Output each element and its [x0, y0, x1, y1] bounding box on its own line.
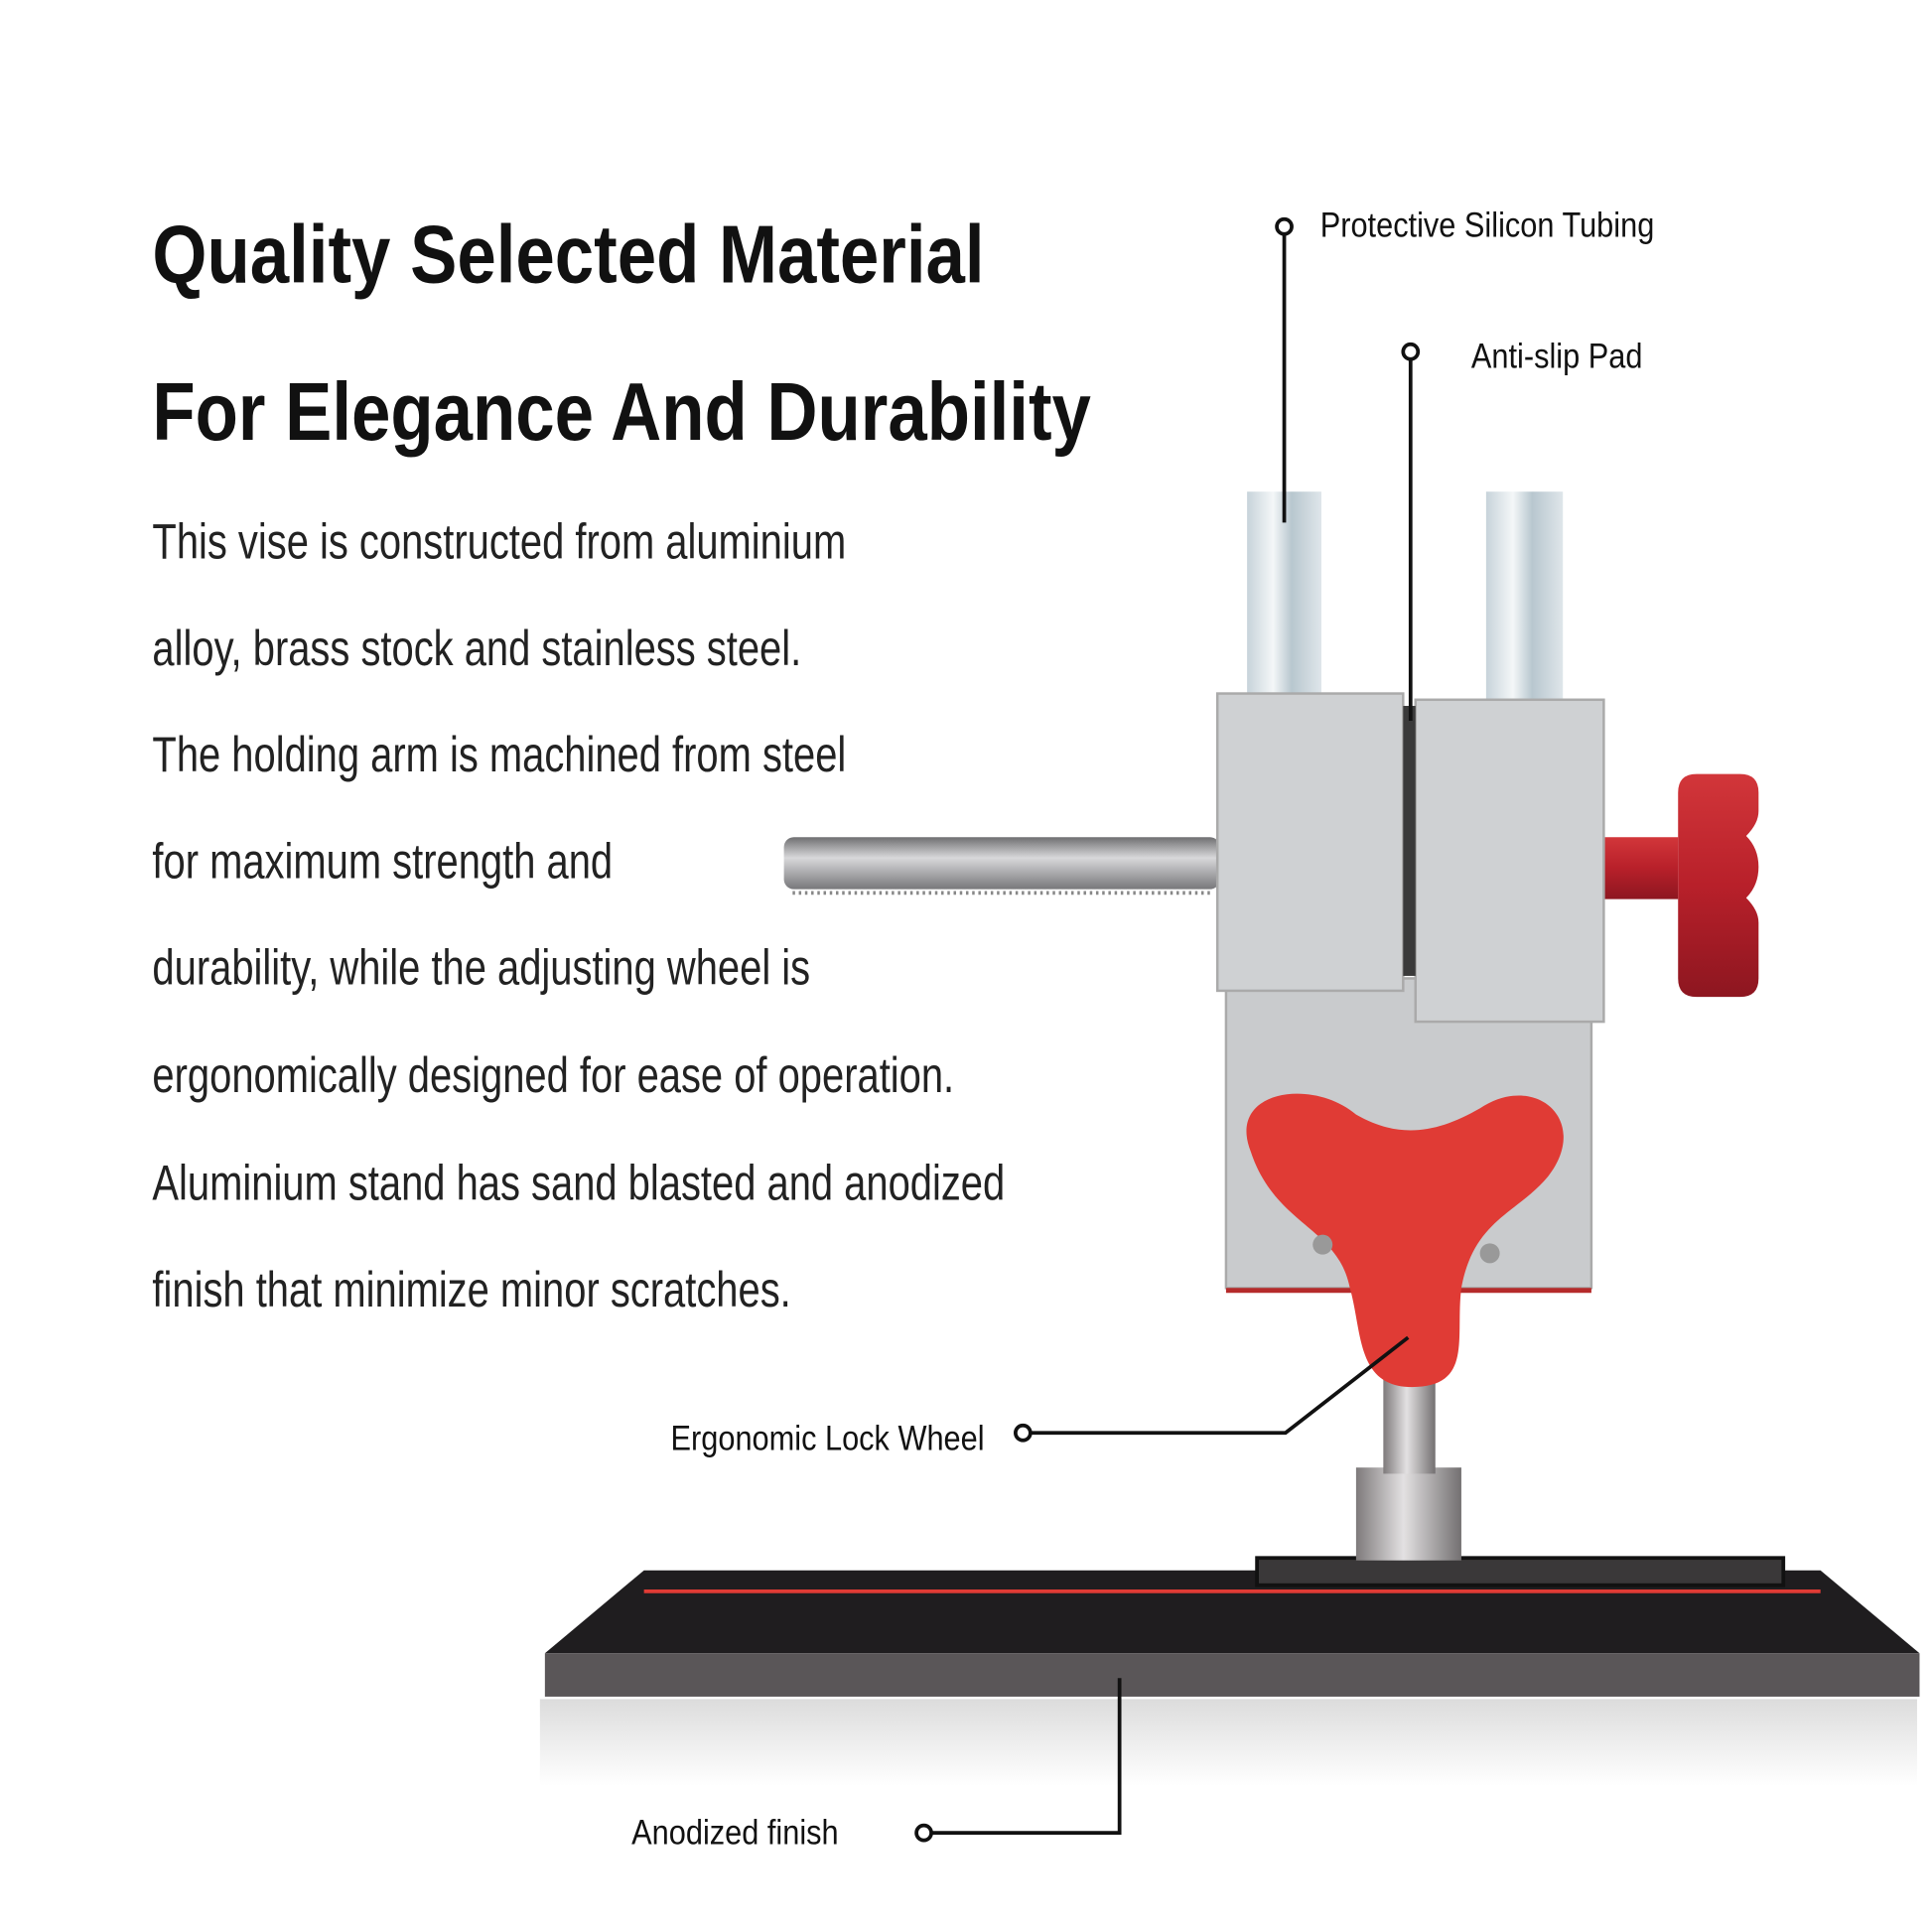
callout-lines [914, 216, 1421, 1843]
base-edge [544, 1653, 1920, 1697]
upper-block-left [1215, 692, 1405, 993]
adjusting-knob [1678, 773, 1759, 998]
silicon-tube-right [1485, 491, 1564, 700]
description-line: alloy, brass stock and stainless steel. [152, 621, 802, 677]
description-line: Aluminium stand has sand blasted and ano… [152, 1157, 1006, 1211]
description-line: This vise is constructed from aluminium [152, 514, 847, 570]
description-line: for maximum strength and [152, 834, 614, 890]
anti-slip-pad [1403, 706, 1416, 976]
description-line: The holding arm is machined from steel [152, 728, 847, 783]
silicon-tube-left [1247, 491, 1321, 700]
description-line: durability, while the adjusting wheel is [152, 941, 811, 996]
holding-arm [783, 837, 1220, 890]
callout-anodized-finish: Anodized finish [631, 1813, 839, 1852]
post-collar [1355, 1467, 1461, 1561]
heading-line-2: For Elegance And Durability [152, 364, 1091, 458]
upper-block-right [1414, 698, 1605, 1024]
callout-lock-wheel: Ergonomic Lock Wheel [670, 1419, 985, 1458]
lock-wheel [1246, 1093, 1564, 1388]
heading-line-1: Quality Selected Material [152, 207, 985, 300]
callout-anti-slip-pad: Anti-slip Pad [1470, 337, 1643, 375]
callout-silicon-tubing: Protective Silicon Tubing [1319, 206, 1655, 244]
base-reflection [539, 1699, 1917, 1786]
description-line: finish that minimize minor scratches. [152, 1263, 791, 1318]
description-line: ergonomically designed for ease of opera… [152, 1048, 955, 1104]
